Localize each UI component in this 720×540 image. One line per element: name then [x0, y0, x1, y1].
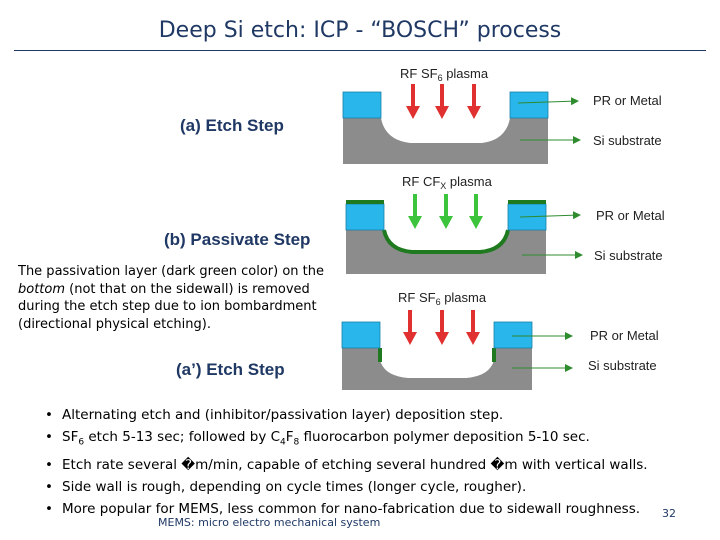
- pr-metal-label-b: PR or Metal: [596, 208, 665, 223]
- etch-step-a-label: (a) Etch Step: [180, 116, 284, 135]
- slide-number: 32: [662, 507, 676, 520]
- pr-metal-left-a: [342, 91, 382, 119]
- si-substrate-a: [343, 118, 548, 164]
- etch-step-a-diagram: RF SF6 plasma PR or Metal Si substrate: [342, 66, 662, 164]
- sidewall-passivation-left-c: [378, 348, 382, 362]
- bullet-item: Etch rate several �m/min, capable of etc…: [45, 454, 648, 476]
- si-substrate-label-c: Si substrate: [588, 358, 657, 373]
- plasma-label-b: RF CFX plasma: [402, 174, 493, 191]
- pr-metal-label-a: PR or Metal: [593, 93, 662, 108]
- pr-metal-label-c: PR or Metal: [590, 328, 659, 343]
- passivation-layer-b: [382, 229, 510, 254]
- bullet-item: SF6 etch 5-13 sec; followed by C4F8 fluo…: [45, 426, 648, 454]
- passivate-step-b-diagram: RF CFX plasma PR or Metal Si substrate: [345, 174, 665, 274]
- passivation-top-right-b: [508, 200, 546, 204]
- pr-metal-right-c: [493, 321, 533, 349]
- passivation-explanation: The passivation layer (dark green color)…: [18, 264, 324, 332]
- bullet-item: More popular for MEMS, less common for n…: [45, 498, 648, 520]
- title-underline: [14, 50, 706, 51]
- pr-metal-left-b: [345, 203, 385, 231]
- passivate-step-b-label: (b) Passivate Step: [164, 230, 311, 249]
- pr-pointer-b: [519, 211, 581, 220]
- cfx-deposition-arrows-b: [408, 194, 483, 229]
- pr-metal-right-a: [509, 91, 549, 119]
- etch-step-a-prime-label: (a’) Etch Step: [176, 360, 285, 379]
- bullet-item: Alternating etch and (inhibitor/passivat…: [45, 404, 648, 426]
- si-substrate-label-a: Si substrate: [593, 133, 662, 148]
- etch-step-a-prime-diagram: RF SF6 plasma PR or Metal Si substrate: [341, 290, 659, 390]
- plasma-label-a: RF SF6 plasma: [400, 66, 489, 83]
- bullet-item: Side wall is rough, depending on cycle t…: [45, 476, 648, 498]
- page-title: Deep Si etch: ICP - “BOSCH” process: [158, 18, 562, 43]
- footer-note: MEMS: micro electro mechanical system: [158, 516, 381, 529]
- pr-metal-left-c: [341, 321, 381, 349]
- sf6-ion-arrows-c: [403, 310, 480, 345]
- passivation-top-left-b: [346, 200, 384, 204]
- si-substrate-c: [342, 348, 532, 390]
- emphasis-bottom: bottom: [18, 281, 66, 297]
- pr-pointer-a: [517, 97, 579, 106]
- si-substrate-label-b: Si substrate: [594, 248, 663, 263]
- plasma-label-c: RF SF6 plasma: [398, 290, 487, 307]
- sidewall-passivation-right-c: [492, 348, 496, 362]
- sf6-ion-arrows-a: [406, 84, 481, 119]
- bullet-list: Alternating etch and (inhibitor/passivat…: [45, 404, 648, 520]
